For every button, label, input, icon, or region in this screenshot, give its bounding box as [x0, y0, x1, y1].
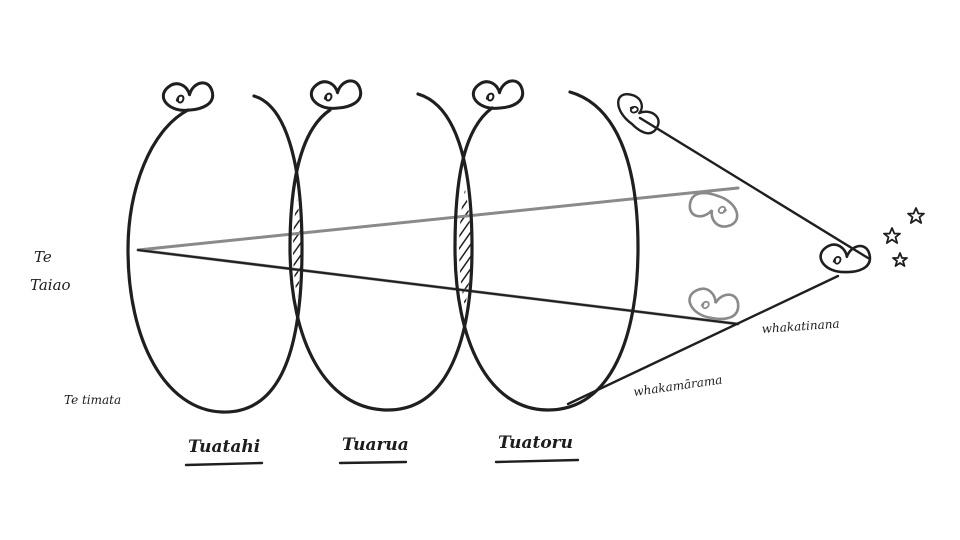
label-te-taiao-line2: Taiao [30, 276, 71, 294]
underline-tuatoru [494, 458, 580, 464]
star-icon [892, 252, 908, 267]
rays-faint [136, 186, 740, 326]
loop-tuatoru [453, 90, 640, 412]
overlap-hatch-1 [293, 86, 301, 410]
koru-heart-icon [309, 79, 363, 110]
star-icon [907, 207, 925, 224]
koru-heart-icon [617, 93, 660, 135]
label-whakamarama: whakamārama [632, 373, 723, 399]
label-te-timata: Te timata [64, 393, 121, 407]
overlap-hatch-2 [459, 86, 471, 410]
label-te-taiao-line1: Te [34, 248, 52, 266]
star-icon [883, 227, 901, 244]
koru-heart-icon [819, 243, 872, 274]
label-whakatinana: whakatinana [761, 317, 840, 336]
underline-tuarua [338, 460, 408, 465]
label-tuarua: Tuarua [342, 435, 409, 455]
koru-heart-icon [688, 191, 739, 228]
koru-heart-icon [471, 79, 525, 110]
loop-tuatahi [126, 94, 304, 414]
loop-tuarua [288, 92, 474, 412]
label-tuatoru: Tuatoru [498, 433, 573, 453]
koru-heart-icon [688, 287, 740, 321]
underline-tuatahi [184, 461, 264, 467]
label-tuatahi: Tuatahi [188, 437, 260, 457]
koru-heart-icon [161, 81, 215, 112]
cone-lines [137, 116, 870, 406]
